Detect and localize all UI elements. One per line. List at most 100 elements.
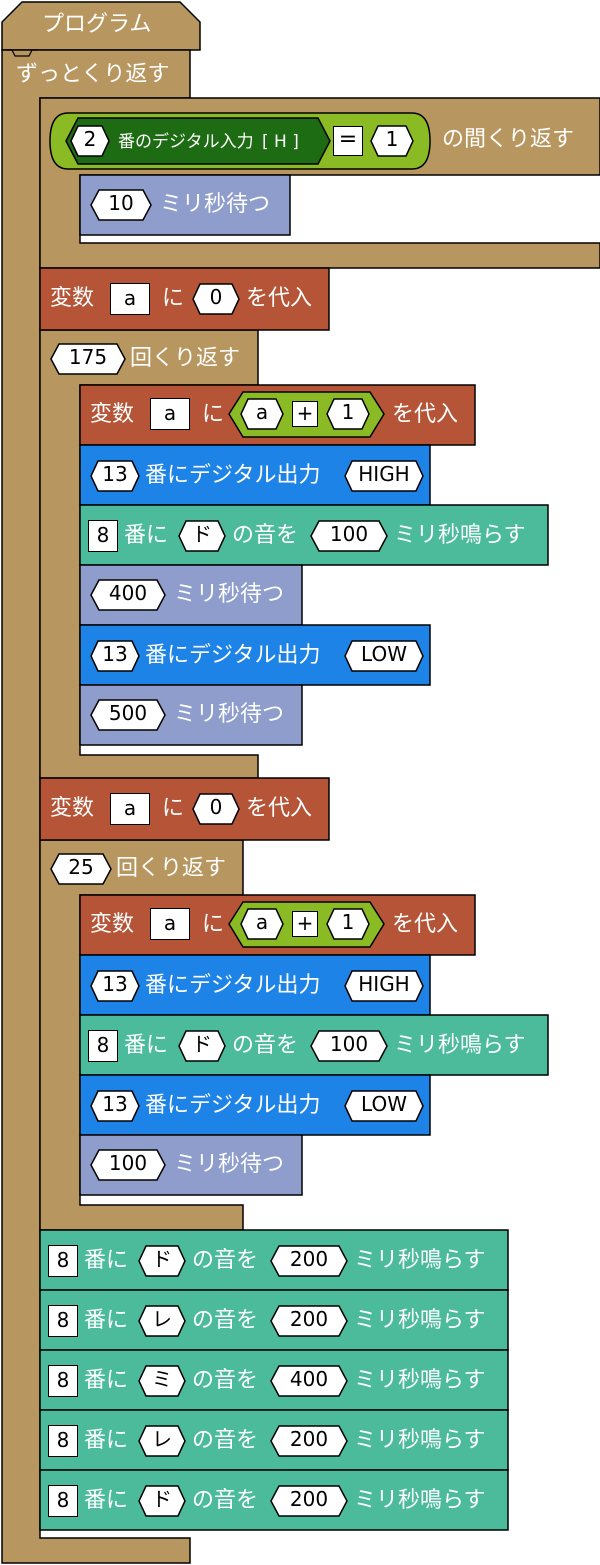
hat-label: プログラム	[42, 12, 152, 37]
increment-2-lhs: a	[255, 910, 269, 934]
melody-note-field[interactable]: レ	[138, 1305, 186, 1337]
melody-mid: 番に	[84, 1428, 129, 1453]
increment-2-rhs-field[interactable]: 1	[326, 908, 370, 940]
melody-pin[interactable]: 8	[48, 1245, 78, 1277]
digital-input-shape	[65, 117, 331, 165]
wait-500-value: 500	[108, 701, 148, 725]
melody-note: レ	[152, 1307, 172, 1331]
increment-1-rhs-field[interactable]: 1	[326, 398, 370, 430]
melody-note-label: の音を	[192, 1488, 259, 1513]
melody-ms: 200	[289, 1247, 329, 1271]
increment-2-lhs-field[interactable]: a	[240, 908, 284, 940]
digital-input-label: 番のデジタル入力	[118, 132, 254, 152]
melody-ms: 200	[289, 1307, 329, 1331]
condition-value-field[interactable]: 1	[370, 125, 414, 157]
out-high-1-level: HIGH	[358, 462, 410, 486]
set-a-1-value-field[interactable]: 0	[192, 283, 240, 315]
melody-note-field[interactable]: ド	[138, 1245, 186, 1277]
wait-100-label: ミリ秒待つ	[174, 1152, 285, 1177]
melody-note-field[interactable]: ド	[138, 1485, 186, 1517]
melody-mid: 番に	[84, 1488, 129, 1513]
out-high-1-label: 番にデジタル出力	[145, 463, 321, 488]
melody-note-field[interactable]: レ	[138, 1425, 186, 1457]
condition-value: 1	[385, 127, 399, 151]
melody-pin[interactable]: 8	[48, 1485, 78, 1517]
wait-10-field[interactable]: 10	[90, 189, 152, 221]
increment-2-op[interactable]: +	[292, 911, 318, 937]
wait-500-field[interactable]: 500	[90, 699, 166, 731]
repeat-25-label: 回くり返す	[116, 856, 227, 881]
out-low-2-level-field[interactable]: LOW	[344, 1090, 424, 1122]
pin-2-field[interactable]: 2	[70, 125, 110, 157]
pullup-label[interactable]: [ H ]	[262, 132, 299, 152]
increment-2-suffix: を代入	[392, 912, 459, 937]
tone-1-note-label: の音を	[232, 523, 299, 548]
melody-note-label: の音を	[192, 1368, 259, 1393]
melody-note-field[interactable]: ミ	[138, 1365, 186, 1397]
set-a-1-suffix: を代入	[246, 286, 313, 311]
out-high-2-pin-field[interactable]: 13	[90, 970, 140, 1002]
melody-note: ミ	[152, 1367, 172, 1391]
tone-1-suffix: ミリ秒鳴らす	[394, 523, 526, 548]
melody-mid: 番に	[84, 1368, 129, 1393]
increment-2-var[interactable]: a	[150, 908, 190, 940]
tone-2-ms-field[interactable]: 100	[310, 1030, 388, 1062]
out-low-1-pin-field[interactable]: 13	[90, 640, 140, 672]
out-high-1-level-field[interactable]: HIGH	[344, 460, 424, 492]
melody-pin[interactable]: 8	[48, 1305, 78, 1337]
increment-1-mid: に	[202, 402, 225, 427]
repeat-25-count-field[interactable]: 25	[50, 853, 112, 885]
melody-pin[interactable]: 8	[48, 1365, 78, 1397]
melody-note-label: の音を	[192, 1308, 259, 1333]
repeat-175-count: 175	[68, 345, 108, 369]
repeat-175-label: 回くり返す	[130, 346, 241, 371]
melody-note-label: の音を	[192, 1248, 259, 1273]
wait-100-field[interactable]: 100	[90, 1149, 166, 1181]
wait-500-label: ミリ秒待つ	[174, 702, 285, 727]
melody-note: ド	[152, 1247, 172, 1271]
set-a-2-value-field[interactable]: 0	[192, 793, 240, 825]
melody-ms: 200	[289, 1427, 329, 1451]
wait-10-label: ミリ秒待つ	[160, 192, 271, 217]
out-low-2-pin-field[interactable]: 13	[90, 1090, 140, 1122]
out-low-1-pin: 13	[102, 642, 128, 666]
tone-1-note-field[interactable]: ド	[178, 520, 226, 552]
repeat-175-count-field[interactable]: 175	[50, 343, 126, 375]
increment-1-rhs: 1	[341, 400, 355, 424]
increment-2-prefix: 変数	[90, 912, 135, 937]
wait-400-field[interactable]: 400	[90, 579, 166, 611]
set-a-2-var[interactable]: a	[110, 793, 150, 825]
out-high-1-pin-field[interactable]: 13	[90, 460, 140, 492]
set-a-1-shape	[39, 267, 330, 331]
set-a-2-suffix: を代入	[246, 796, 313, 821]
melody-suffix: ミリ秒鳴らす	[354, 1308, 486, 1333]
melody-note: レ	[152, 1427, 172, 1451]
tone-1-ms-field[interactable]: 100	[310, 520, 388, 552]
melody-pin[interactable]: 8	[48, 1425, 78, 1457]
melody-ms-field[interactable]: 200	[270, 1425, 348, 1457]
set-a-1-prefix: 変数	[50, 286, 95, 311]
increment-2-rhs: 1	[341, 910, 355, 934]
melody-note-label: の音を	[192, 1428, 259, 1453]
wait-100-value: 100	[108, 1151, 148, 1175]
melody-ms-field[interactable]: 200	[270, 1245, 348, 1277]
out-high-2-level-field[interactable]: HIGH	[344, 970, 424, 1002]
out-low-1-level-field[interactable]: LOW	[344, 640, 424, 672]
tone-2-pin[interactable]: 8	[88, 1030, 118, 1062]
out-low-2-label: 番にデジタル出力	[145, 1093, 321, 1118]
increment-1-lhs-field[interactable]: a	[240, 398, 284, 430]
melody-ms-field[interactable]: 200	[270, 1305, 348, 1337]
wait-10-value: 10	[108, 191, 134, 215]
melody-ms-field[interactable]: 200	[270, 1485, 348, 1517]
equals-operator[interactable]: =	[333, 126, 363, 156]
tone-1-pin[interactable]: 8	[88, 520, 118, 552]
set-a-1-var[interactable]: a	[110, 283, 150, 315]
tone-2-note-field[interactable]: ド	[178, 1030, 226, 1062]
set-a-2-prefix: 変数	[50, 796, 95, 821]
tone-1-note: ド	[192, 522, 212, 546]
melody-ms-field[interactable]: 400	[270, 1365, 348, 1397]
increment-1-op[interactable]: +	[292, 401, 318, 427]
melody-ms: 400	[289, 1367, 329, 1391]
increment-1-lhs: a	[255, 400, 269, 424]
increment-1-var[interactable]: a	[150, 398, 190, 430]
